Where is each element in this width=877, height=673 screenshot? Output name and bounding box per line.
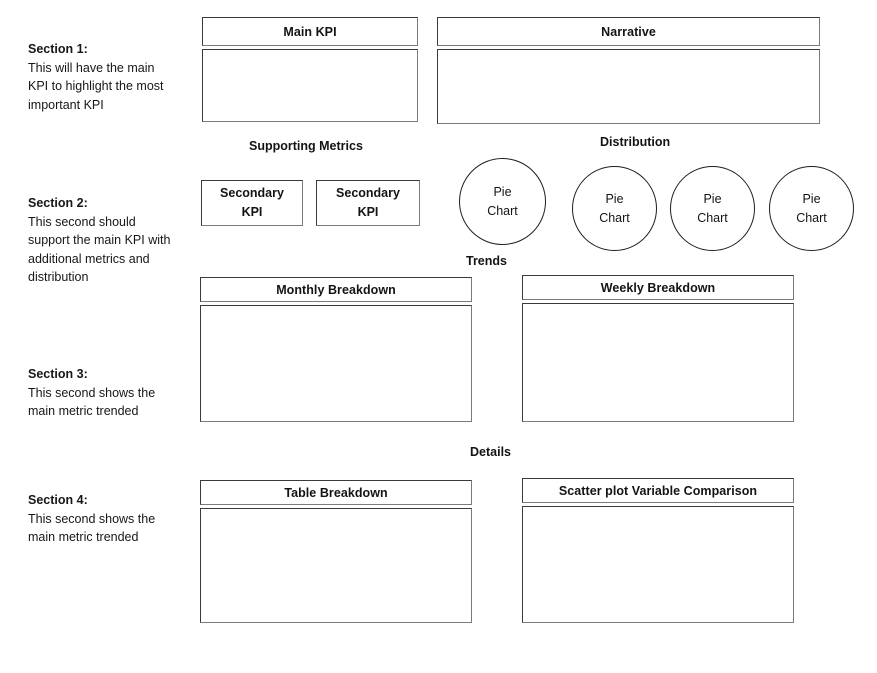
section-note-3-body: This second shows the main metric trende… [28,385,156,419]
narrative-header: Narrative [437,17,820,46]
narrative-body [437,49,820,124]
distribution-label: Distribution [600,135,671,149]
table-breakdown-header: Table Breakdown [200,480,472,505]
weekly-breakdown-body [522,303,794,422]
section-note-4-body: This second shows the main metric trende… [28,511,156,545]
section-note-1-title: Section 1: [28,42,88,56]
trends-label: Trends [466,254,507,268]
section-note-4: Section 4: This second shows the main me… [28,491,178,547]
section-note-2-body: This second should support the main KPI … [28,214,171,285]
section-note-3-title: Section 3: [28,367,88,381]
section-note-2: Section 2: This second should support th… [28,194,178,287]
section-note-3: Section 3: This second shows the main me… [28,365,178,421]
monthly-breakdown-body [200,305,472,422]
section-note-1-body: This will have the main KPI to highlight… [28,60,164,112]
main-kpi-body [202,49,418,122]
scatter-plot-body [522,506,794,623]
section-note-1: Section 1: This will have the main KPI t… [28,40,178,114]
section-note-4-title: Section 4: [28,493,88,507]
table-breakdown-body [200,508,472,623]
main-kpi-header: Main KPI [202,17,418,46]
section-note-2-title: Section 2: [28,196,88,210]
details-label: Details [470,445,511,459]
weekly-breakdown-header: Weekly Breakdown [522,275,794,300]
supporting-metrics-label: Supporting Metrics [249,139,363,153]
monthly-breakdown-header: Monthly Breakdown [200,277,472,302]
scatter-plot-header: Scatter plot Variable Comparison [522,478,794,503]
